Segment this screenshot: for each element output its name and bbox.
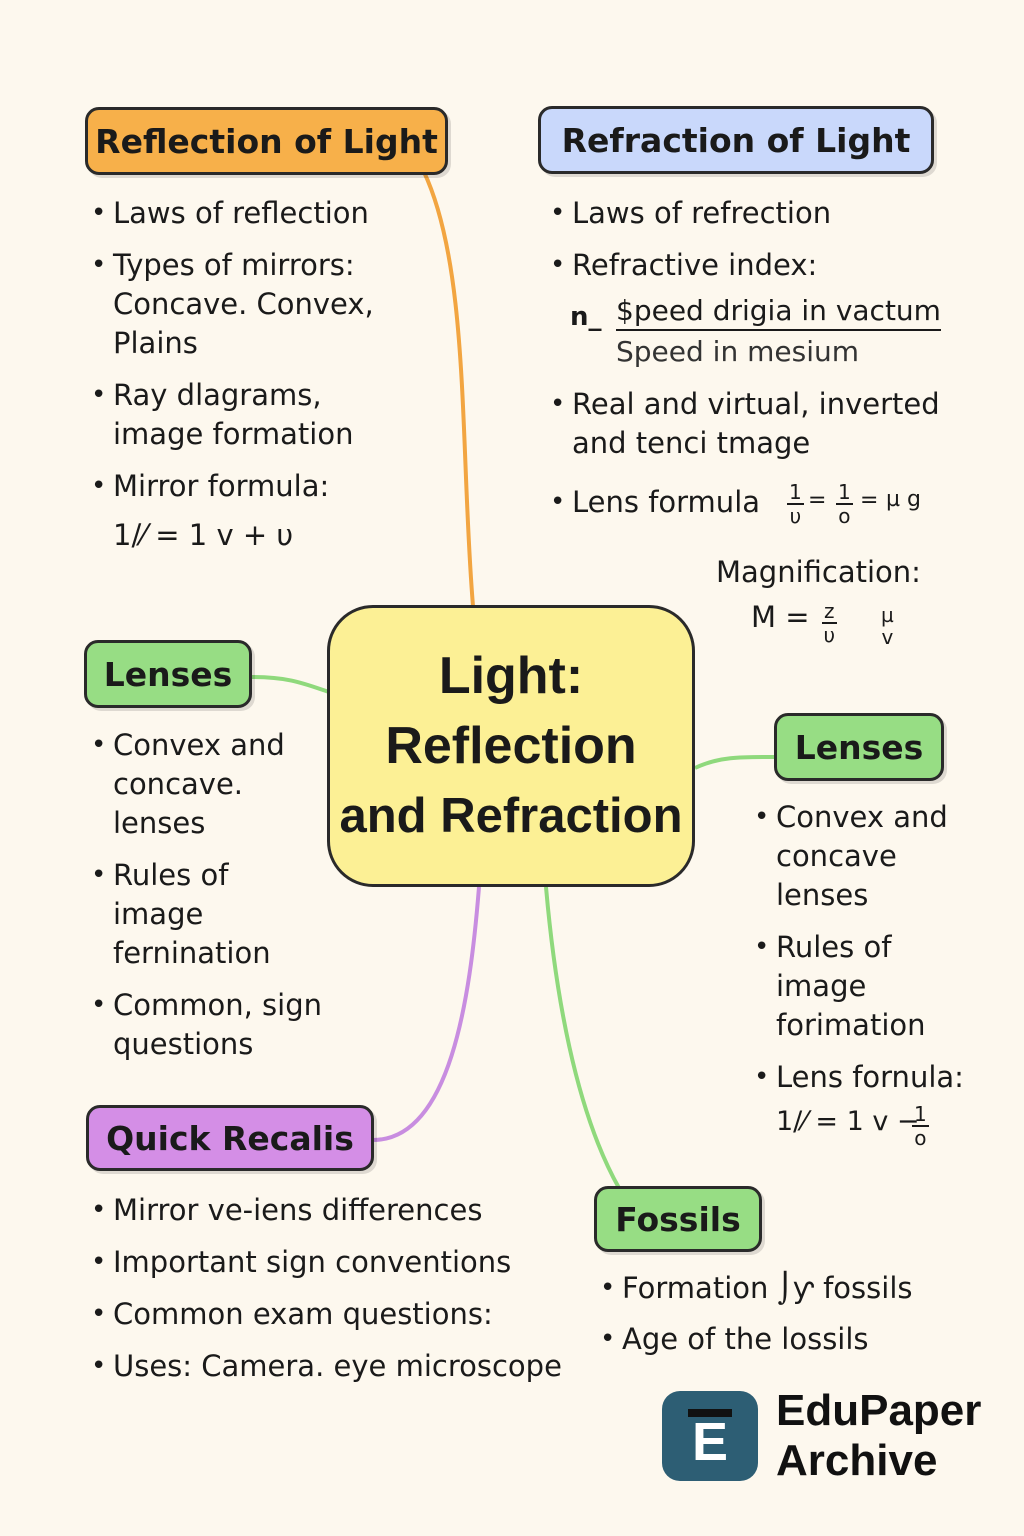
lens-formula-right-fraction: 1 o bbox=[912, 1102, 929, 1150]
reflection-list: Laws of reflection Types of mirrors: Con… bbox=[89, 194, 409, 506]
connector-lenses-right bbox=[694, 754, 777, 770]
magnification-fraction-2: µ v bbox=[881, 603, 894, 649]
list-item: Important sign conventions bbox=[89, 1243, 589, 1282]
mirror-formula: 1/⁄ = 1 v + υ bbox=[113, 518, 294, 552]
list-item: Convex and concave lenses bbox=[752, 798, 1002, 915]
central-topic: Light: Reflection and Refraction bbox=[327, 605, 695, 887]
list-item: Types of mirrors: Concave. Convex, Plain… bbox=[89, 246, 409, 363]
lens-fraction-1: 1 υ bbox=[787, 480, 804, 528]
refractive-index-denominator: Speed in mesium bbox=[616, 335, 859, 368]
refraction-list-top: Laws of refrection Refractive index: bbox=[548, 194, 968, 285]
lens-formula-right-lhs: 1/⁄ = 1 v − bbox=[776, 1106, 920, 1137]
equals-sign: = bbox=[860, 488, 879, 513]
refraction-header: Refraction of Light bbox=[538, 106, 934, 174]
lenses-left-header: Lenses bbox=[84, 640, 252, 708]
title-line-3: and Refraction bbox=[339, 789, 683, 843]
title-line-2: Reflection bbox=[385, 717, 637, 775]
list-item: Laws of reflection bbox=[89, 194, 409, 233]
equals-sign: = bbox=[808, 488, 827, 513]
list-item: Lens formula bbox=[548, 483, 988, 522]
list-item: Mirror formula: bbox=[89, 467, 409, 506]
list-item: Common exam questions: bbox=[89, 1295, 589, 1334]
reflection-header: Reflection of Light bbox=[85, 107, 448, 175]
title-line-1: Light: bbox=[438, 647, 584, 705]
list-item: Ray dlagrams, image formation bbox=[89, 376, 409, 454]
list-item: Refractive index: bbox=[548, 246, 968, 285]
edupaper-logo-text: EduPaper Archive bbox=[776, 1386, 981, 1486]
edupaper-logo-icon: E bbox=[662, 1391, 758, 1481]
list-item: Rules of image forimation bbox=[752, 928, 1002, 1045]
connector-reflection bbox=[422, 171, 475, 607]
fossils-header: Fossils bbox=[594, 1186, 762, 1252]
list-item: Age of the lossils bbox=[598, 1320, 958, 1359]
refractive-index-prefix: n_ bbox=[570, 302, 602, 332]
magnification-fraction-1: z υ bbox=[822, 599, 837, 647]
lenses-right-header: Lenses bbox=[774, 713, 944, 781]
list-item: Real and virtual, inverted and tenci tma… bbox=[548, 385, 988, 463]
list-item: Mirror ve-iens differences bbox=[89, 1191, 589, 1230]
lenses-left-list: Convex and concave. lenses Rules of imag… bbox=[89, 726, 329, 1064]
list-item: Rules of image fernination bbox=[89, 856, 329, 973]
list-item: Convex and concave. lenses bbox=[89, 726, 329, 843]
list-item: Lens fornula: bbox=[752, 1058, 1002, 1097]
refraction-list-bottom: Real and virtual, inverted and tenci tma… bbox=[548, 385, 988, 522]
magnification-label: Magnification: bbox=[716, 555, 921, 589]
fossils-list: Formation ⌡ƴ fossils Age of the lossils bbox=[598, 1269, 958, 1359]
logo-line-2: Archive bbox=[776, 1436, 938, 1485]
connector-quick-recall bbox=[372, 886, 481, 1142]
list-item: Formation ⌡ƴ fossils bbox=[598, 1269, 958, 1308]
lens-fraction-2: 1 o bbox=[836, 480, 853, 528]
list-item: Common, sign questions bbox=[89, 986, 329, 1064]
lens-formula-tail: µ g bbox=[886, 487, 921, 512]
list-item: Laws of refrection bbox=[548, 194, 968, 233]
connector-fossils bbox=[544, 886, 621, 1189]
quick-recall-header: Quick Recalis bbox=[86, 1105, 374, 1171]
quick-recall-list: Mirror ve-iens differences Important sig… bbox=[89, 1191, 589, 1386]
logo-line-1: EduPaper bbox=[776, 1386, 982, 1435]
magnification-lhs: M = bbox=[751, 600, 810, 634]
list-item: Uses: Camera. eye microscope bbox=[89, 1347, 589, 1386]
refractive-index-numerator: $peed drigia in vactum bbox=[616, 294, 941, 331]
lenses-right-list: Convex and concave lenses Rules of image… bbox=[752, 798, 1002, 1097]
connector-lenses-left bbox=[251, 675, 330, 694]
